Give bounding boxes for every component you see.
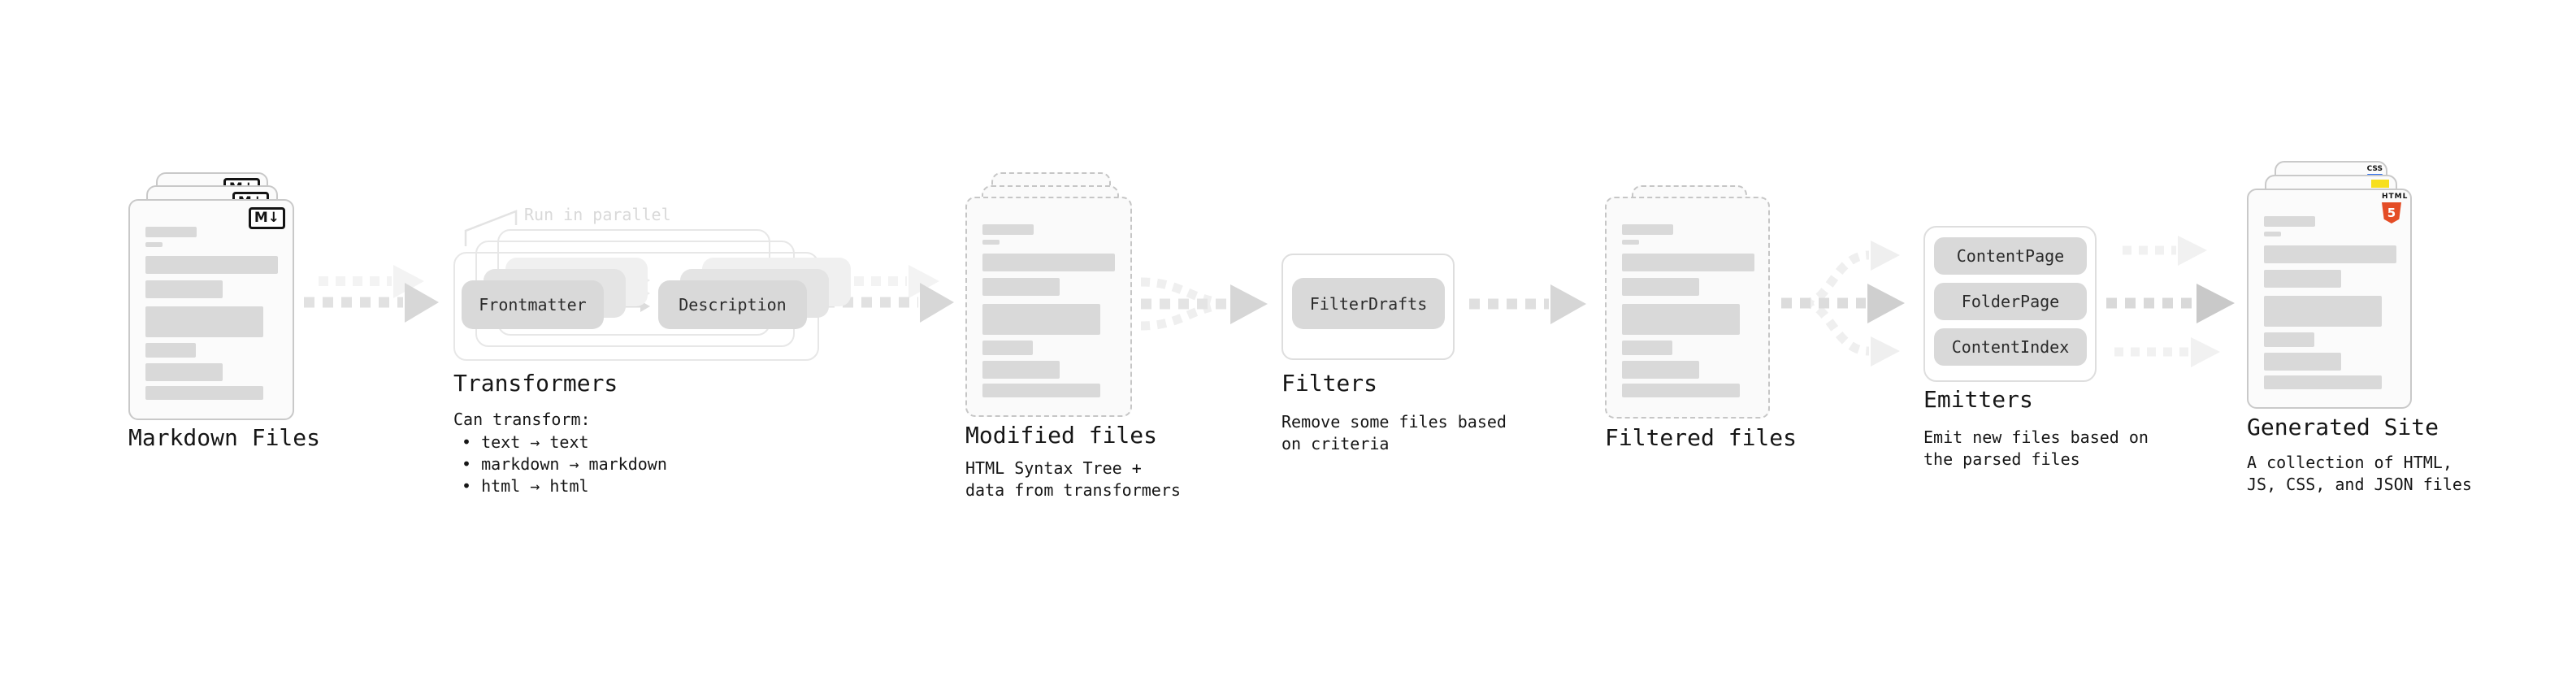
- generated-site-card: HTML 5: [2247, 189, 2412, 409]
- placeholder-bar: [982, 384, 1100, 397]
- bullet-item: text → text: [462, 432, 667, 453]
- arrow-markdown-to-transformers: [304, 265, 439, 323]
- placeholder-bar: [145, 343, 196, 358]
- html5-badge-numeral: 5: [2387, 206, 2396, 220]
- placeholder-bar: [1622, 254, 1754, 271]
- modified-file-card: [965, 197, 1132, 417]
- transformers-desc-heading: Can transform:: [453, 410, 591, 429]
- stage-label-emitters: Emitters: [1923, 386, 2033, 413]
- filter-pill-filterdrafts: FilterDrafts: [1292, 278, 1445, 329]
- arrow-filters-to-filtered: [1469, 284, 1586, 324]
- placeholder-bar: [2264, 270, 2341, 288]
- markdown-file-card: M↓: [128, 199, 294, 420]
- placeholder-bar: [145, 306, 263, 337]
- placeholder-bar: [982, 224, 1034, 235]
- stage-label-markdown-files: Markdown Files: [128, 424, 321, 451]
- filtered-file-card: [1605, 197, 1770, 419]
- doc-content-bars: [130, 201, 293, 419]
- js-badge: [2371, 180, 2389, 188]
- placeholder-bar: [1622, 224, 1673, 235]
- doc-content-bars: [967, 198, 1130, 415]
- html5-badge: HTML 5: [2382, 193, 2409, 223]
- transformers-bullet-list: text → text markdown → markdown html → h…: [462, 432, 667, 497]
- placeholder-bar: [145, 363, 223, 381]
- placeholder-bar: [2264, 216, 2315, 227]
- placeholder-bar: [145, 256, 278, 274]
- placeholder-bar: [145, 242, 163, 247]
- placeholder-bar: [982, 304, 1100, 335]
- doc-content-bars: [1607, 198, 1768, 417]
- html5-badge-caption: HTML: [2382, 193, 2409, 201]
- stage-label-filters: Filters: [1281, 370, 1378, 397]
- placeholder-bar: [982, 254, 1115, 271]
- markdown-icon: M↓: [248, 207, 285, 229]
- placeholder-bar: [2264, 375, 2382, 389]
- emitters-desc: Emit new files based on the parsed files: [1923, 427, 2149, 469]
- placeholder-bar: [982, 361, 1060, 379]
- placeholder-bar: [145, 280, 223, 298]
- emitter-pill-contentpage: ContentPage: [1934, 237, 2087, 275]
- modified-files-desc: HTML Syntax Tree + data from transformer…: [965, 458, 1181, 500]
- bullet-item: html → html: [462, 475, 667, 497]
- placeholder-bar: [982, 278, 1060, 296]
- stage-label-filtered-files: Filtered files: [1605, 424, 1798, 451]
- placeholder-bar: [145, 227, 197, 237]
- stage-label-transformers: Transformers: [453, 370, 618, 397]
- doc-content-bars: [2249, 190, 2410, 407]
- bullet-item: markdown → markdown: [462, 453, 667, 475]
- placeholder-bar: [982, 340, 1033, 355]
- placeholder-bar: [2264, 245, 2396, 263]
- stage-label-generated-site: Generated Site: [2247, 414, 2439, 440]
- filters-desc: Remove some files based on criteria: [1281, 412, 1507, 453]
- generated-site-desc: A collection of HTML, JS, CSS, and JSON …: [2247, 453, 2472, 494]
- placeholder-bar: [1622, 278, 1699, 296]
- placeholder-bar: [2264, 353, 2341, 371]
- arrow-fanout-filtered-to-emitters: [1781, 241, 1905, 367]
- placeholder-bar: [982, 240, 1000, 245]
- run-in-parallel-callout: Run in parallel: [524, 205, 671, 224]
- arrows-emitters-to-generated: [2106, 236, 2235, 367]
- placeholder-bar: [2264, 332, 2314, 347]
- placeholder-bar: [1622, 240, 1639, 245]
- placeholder-bar: [1622, 340, 1672, 355]
- emitter-pill-contentindex: ContentIndex: [1934, 328, 2087, 366]
- placeholder-bar: [2264, 296, 2382, 327]
- placeholder-bar: [145, 386, 263, 400]
- placeholder-bar: [1622, 361, 1699, 379]
- transformer-pill-frontmatter: Frontmatter: [462, 280, 604, 329]
- placeholder-bar: [1622, 384, 1740, 397]
- stage-label-modified-files: Modified files: [965, 422, 1158, 449]
- transformer-pill-description: Description: [658, 280, 807, 329]
- html5-badge-shield: 5: [2382, 202, 2401, 223]
- placeholder-bar: [2264, 232, 2281, 236]
- arrow-merge-modified-to-filters: [1140, 277, 1268, 331]
- emitter-pill-folderpage: FolderPage: [1934, 283, 2087, 320]
- placeholder-bar: [1622, 304, 1740, 335]
- css-badge-label: CSS: [2366, 165, 2383, 173]
